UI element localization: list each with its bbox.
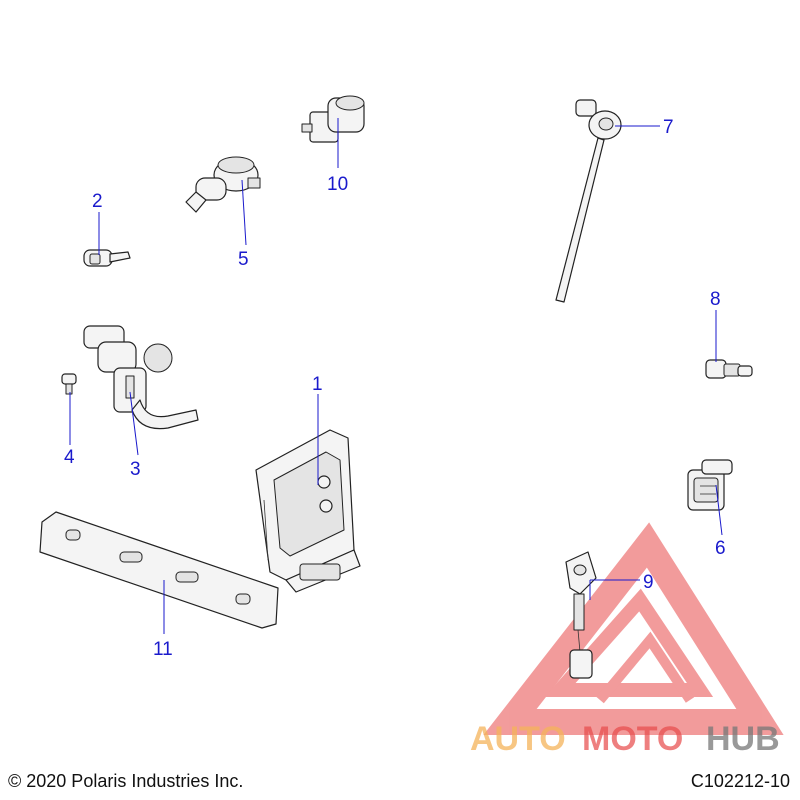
part-7-illustration (555, 99, 622, 303)
copyright-notice: © 2020 Polaris Industries Inc. (8, 771, 244, 791)
part-6-label: 6 (715, 538, 726, 559)
part-7-label: 7 (663, 117, 674, 138)
part-5-illustration (185, 156, 261, 213)
watermark-text-c: HUB (706, 720, 780, 758)
leader-5 (241, 179, 247, 246)
part-3-label: 3 (130, 459, 141, 480)
part-10-label: 10 (327, 174, 348, 195)
watermark-text-a: AUTO (470, 720, 566, 758)
leader-6 (715, 484, 723, 536)
watermark-text-b: MOTO (582, 720, 683, 758)
part-2-label: 2 (92, 191, 103, 212)
part-6-illustration (687, 459, 733, 511)
part-9-illustration (565, 551, 597, 679)
part-8-label: 8 (710, 289, 721, 310)
part-11-label: 11 (153, 639, 173, 660)
part-1-illustration (255, 429, 361, 593)
watermark-logo (483, 522, 784, 735)
drawing-code: C102212-10 (690, 771, 790, 791)
part-1-label: 1 (312, 374, 323, 395)
part-4-illustration (61, 373, 77, 395)
part-10-illustration (301, 95, 365, 143)
part-8-illustration (705, 359, 753, 379)
leader-3 (129, 391, 139, 456)
part-3-illustration (83, 325, 199, 430)
part-11-illustration (39, 511, 279, 629)
part-2-illustration (83, 249, 131, 267)
part-4-label: 4 (64, 447, 75, 468)
part-9-label: 9 (643, 572, 654, 593)
part-5-label: 5 (238, 249, 249, 270)
